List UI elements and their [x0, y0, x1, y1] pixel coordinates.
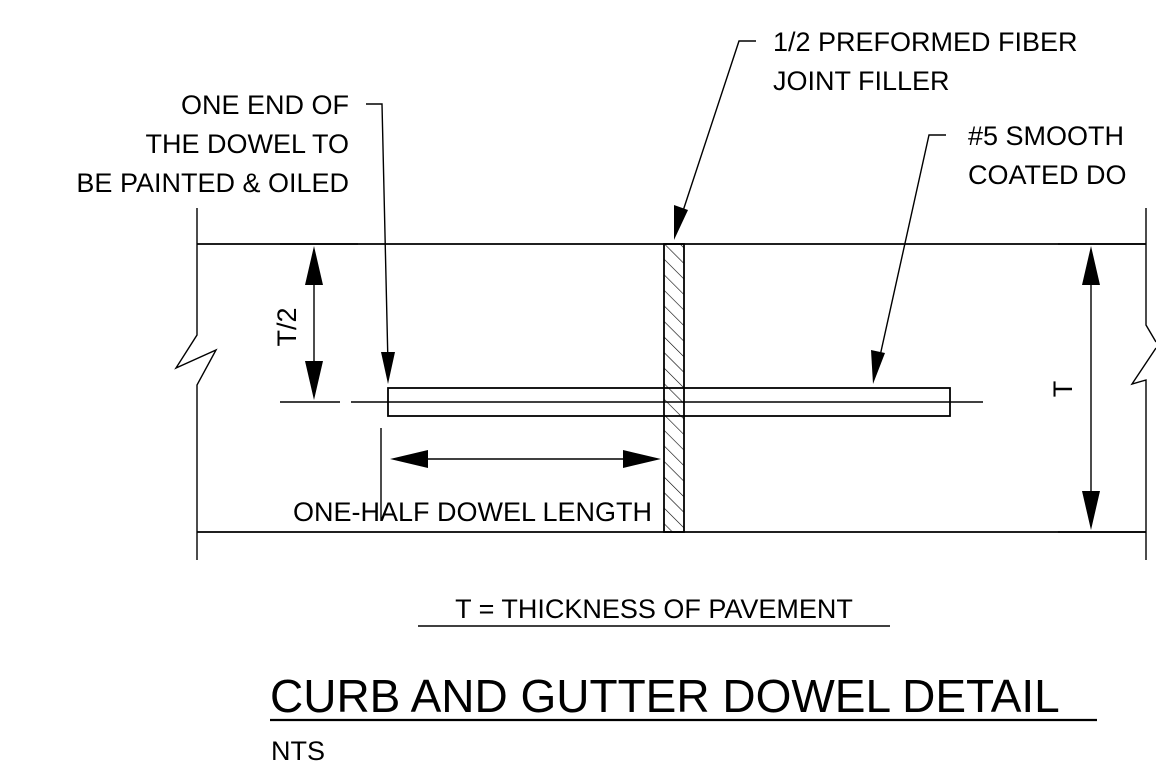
joint-filler — [663, 243, 685, 533]
dowel-end-leader — [366, 103, 395, 384]
thickness-note: T = THICKNESS OF PAVEMENT — [455, 594, 853, 624]
smooth-dowel-callout-line2: COATED DO — [968, 160, 1127, 190]
scale-label: NTS — [271, 736, 325, 766]
t-half-dimension — [280, 243, 358, 403]
t-half-label: T/2 — [272, 307, 302, 346]
dowel-end-callout-line3: BE PAINTED & OILED — [76, 168, 349, 198]
detail-title: CURB AND GUTTER DOWEL DETAIL — [270, 670, 1060, 722]
half-dowel-length-dimension — [380, 428, 661, 520]
smooth-dowel-callout-line1: #5 SMOOTH — [968, 121, 1124, 151]
left-break-line — [174, 208, 218, 560]
joint-filler-callout-line2: JOINT FILLER — [773, 66, 950, 96]
smooth-dowel-leader — [871, 134, 946, 384]
dowel-end-callout-line2: THE DOWEL TO — [145, 129, 349, 159]
t-label: T — [1048, 381, 1078, 398]
half-dowel-length-label: ONE-HALF DOWEL LENGTH — [293, 497, 652, 527]
right-break-line-lower — [1130, 347, 1156, 560]
joint-filler-callout-line1: 1/2 PREFORMED FIBER — [773, 27, 1078, 57]
t-dimension — [1058, 243, 1146, 533]
right-break-line — [1145, 208, 1156, 343]
dowel-end-callout-line1: ONE END OF — [181, 90, 349, 120]
joint-filler-leader — [674, 40, 756, 240]
